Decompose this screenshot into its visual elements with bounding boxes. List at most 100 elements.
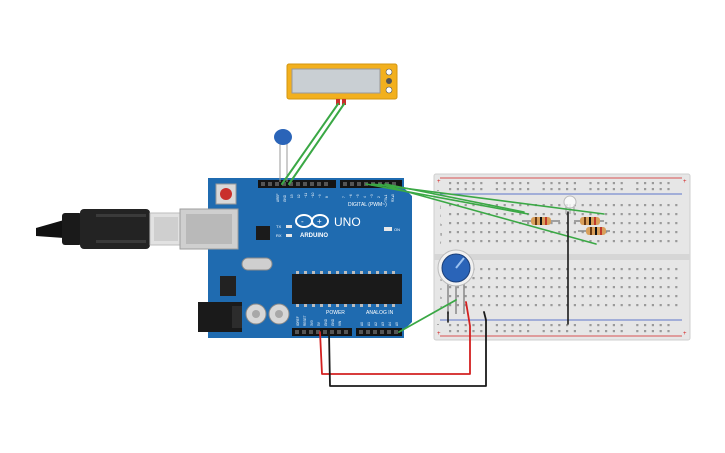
breadboard-hole[interactable] — [456, 304, 459, 307]
breadboard-hole[interactable] — [550, 240, 553, 243]
breadboard-hole[interactable] — [495, 330, 498, 333]
breadboard-hole[interactable] — [589, 304, 592, 307]
breadboard-hole[interactable] — [667, 204, 670, 207]
breadboard-hole[interactable] — [456, 231, 459, 234]
breadboard-hole[interactable] — [597, 304, 600, 307]
breadboard-hole[interactable] — [534, 213, 537, 216]
breadboard-hole[interactable] — [644, 204, 647, 207]
breadboard-hole[interactable] — [644, 188, 647, 191]
breadboard-hole[interactable] — [597, 240, 600, 243]
breadboard-hole[interactable] — [550, 277, 553, 280]
breadboard-hole[interactable] — [628, 304, 631, 307]
breadboard-hole[interactable] — [534, 240, 537, 243]
breadboard-hole[interactable] — [675, 304, 678, 307]
breadboard-hole[interactable] — [605, 231, 608, 234]
breadboard-hole[interactable] — [495, 295, 498, 298]
breadboard-hole[interactable] — [542, 204, 545, 207]
breadboard-hole[interactable] — [542, 295, 545, 298]
breadboard-hole[interactable] — [675, 240, 678, 243]
breadboard-hole[interactable] — [612, 188, 615, 191]
breadboard-hole[interactable] — [472, 277, 475, 280]
breadboard-hole[interactable] — [659, 204, 662, 207]
breadboard-hole[interactable] — [659, 330, 662, 333]
breadboard-hole[interactable] — [667, 240, 670, 243]
breadboard-hole[interactable] — [558, 182, 561, 185]
breadboard-hole[interactable] — [456, 286, 459, 289]
wire-gnd[interactable] — [328, 311, 487, 387]
breadboard-hole[interactable] — [667, 213, 670, 216]
breadboard-hole[interactable] — [488, 240, 491, 243]
breadboard-hole[interactable] — [472, 213, 475, 216]
breadboard-hole[interactable] — [449, 213, 452, 216]
breadboard-hole[interactable] — [511, 188, 514, 191]
breadboard-hole[interactable] — [628, 240, 631, 243]
breadboard-hole[interactable] — [542, 188, 545, 191]
breadboard-hole[interactable] — [550, 330, 553, 333]
breadboard-hole[interactable] — [503, 277, 506, 280]
breadboard-hole[interactable] — [597, 204, 600, 207]
breadboard-hole[interactable] — [605, 222, 608, 225]
breadboard-hole[interactable] — [636, 268, 639, 271]
breadboard-hole[interactable] — [581, 304, 584, 307]
breadboard-hole[interactable] — [636, 295, 639, 298]
breadboard-hole[interactable] — [644, 277, 647, 280]
breadboard-hole[interactable] — [651, 204, 654, 207]
breadboard-hole[interactable] — [495, 240, 498, 243]
breadboard-hole[interactable] — [519, 295, 522, 298]
breadboard-hole[interactable] — [605, 213, 608, 216]
breadboard-hole[interactable] — [503, 304, 506, 307]
breadboard-hole[interactable] — [659, 286, 662, 289]
breadboard-hole[interactable] — [542, 330, 545, 333]
breadboard-hole[interactable] — [659, 304, 662, 307]
analog-header[interactable] — [356, 328, 402, 336]
breadboard-hole[interactable] — [558, 295, 561, 298]
breadboard-hole[interactable] — [519, 324, 522, 327]
breadboard-hole[interactable] — [464, 231, 467, 234]
breadboard-hole[interactable] — [612, 330, 615, 333]
breadboard-hole[interactable] — [644, 286, 647, 289]
breadboard-hole[interactable] — [675, 268, 678, 271]
breadboard-hole[interactable] — [464, 188, 467, 191]
breadboard-hole[interactable] — [456, 330, 459, 333]
breadboard-hole[interactable] — [558, 188, 561, 191]
breadboard-hole[interactable] — [495, 222, 498, 225]
breadboard-hole[interactable] — [480, 268, 483, 271]
breadboard-hole[interactable] — [456, 324, 459, 327]
breadboard-hole[interactable] — [620, 286, 623, 289]
breadboard-hole[interactable] — [628, 213, 631, 216]
breadboard-hole[interactable] — [597, 295, 600, 298]
breadboard-hole[interactable] — [581, 204, 584, 207]
breadboard-hole[interactable] — [503, 286, 506, 289]
breadboard-hole[interactable] — [573, 188, 576, 191]
breadboard-hole[interactable] — [464, 295, 467, 298]
breadboard-hole[interactable] — [519, 188, 522, 191]
breadboard-hole[interactable] — [480, 277, 483, 280]
breadboard-hole[interactable] — [651, 277, 654, 280]
breadboard-hole[interactable] — [456, 240, 459, 243]
breadboard-hole[interactable] — [644, 231, 647, 234]
breadboard-hole[interactable] — [581, 231, 584, 234]
breadboard-hole[interactable] — [566, 231, 569, 234]
breadboard-hole[interactable] — [534, 295, 537, 298]
breadboard-hole[interactable] — [480, 330, 483, 333]
breadboard-hole[interactable] — [597, 330, 600, 333]
breadboard-hole[interactable] — [589, 268, 592, 271]
breadboard-hole[interactable] — [573, 304, 576, 307]
breadboard-hole[interactable] — [511, 330, 514, 333]
breadboard-hole[interactable] — [519, 204, 522, 207]
breadboard-hole[interactable] — [659, 188, 662, 191]
breadboard-hole[interactable] — [620, 204, 623, 207]
breadboard-hole[interactable] — [620, 240, 623, 243]
breadboard-hole[interactable] — [620, 295, 623, 298]
breadboard-hole[interactable] — [472, 324, 475, 327]
breadboard-hole[interactable] — [550, 213, 553, 216]
breadboard-hole[interactable] — [449, 240, 452, 243]
breadboard-hole[interactable] — [503, 188, 506, 191]
breadboard-hole[interactable] — [620, 330, 623, 333]
breadboard-hole[interactable] — [589, 213, 592, 216]
breadboard-hole[interactable] — [675, 204, 678, 207]
breadboard-hole[interactable] — [495, 286, 498, 289]
breadboard-hole[interactable] — [472, 304, 475, 307]
breadboard-hole[interactable] — [659, 268, 662, 271]
breadboard-hole[interactable] — [612, 213, 615, 216]
